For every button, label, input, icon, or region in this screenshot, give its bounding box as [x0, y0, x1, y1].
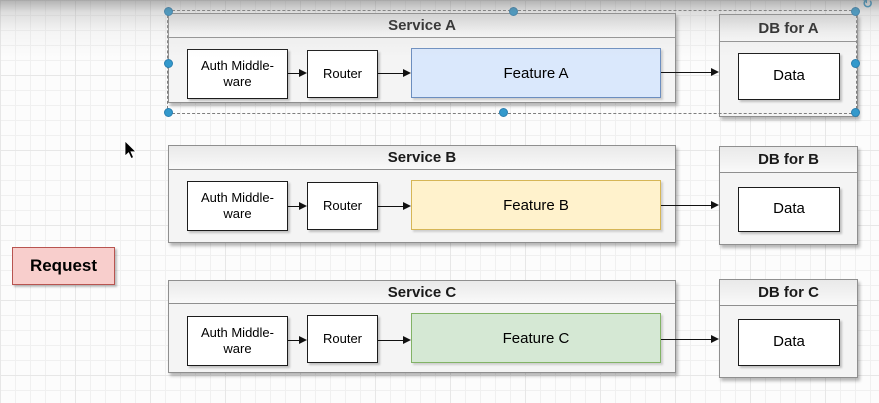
data-node-c[interactable]: Data	[738, 319, 840, 366]
request-node[interactable]: Request	[12, 247, 115, 285]
auth-middleware-label: Auth Middle-ware	[201, 324, 274, 356]
service-b-title: Service B	[387, 149, 457, 166]
edge-router-to-feature-b[interactable]	[378, 201, 411, 210]
selection-handle-bottom-right[interactable]	[851, 108, 860, 117]
db-b-title: DB for B	[758, 151, 819, 168]
arrow-pointer-icon	[124, 141, 137, 160]
router-label: Router	[322, 65, 363, 81]
service-a-header[interactable]: Service A	[169, 14, 675, 38]
router-label: Router	[322, 330, 363, 346]
data-label: Data	[773, 333, 805, 351]
data-node-b[interactable]: Data	[738, 187, 840, 232]
auth-middleware-node-a[interactable]: Auth Middle-ware	[187, 49, 288, 99]
db-c-title: DB for C	[758, 284, 819, 301]
edge-router-to-feature-c[interactable]	[378, 335, 411, 344]
router-label: Router	[322, 197, 363, 213]
selection-handle-bottom-middle[interactable]	[499, 108, 508, 117]
selection-handle-top-right[interactable]	[851, 7, 860, 16]
selection-handle-bottom-left[interactable]	[164, 108, 173, 117]
auth-middleware-node-b[interactable]: Auth Middle-ware	[187, 181, 288, 231]
data-node-a[interactable]: Data	[738, 53, 840, 100]
router-node-b[interactable]: Router	[307, 182, 378, 230]
selection-handle-middle-right[interactable]	[851, 59, 860, 68]
service-c-header[interactable]: Service C	[169, 281, 675, 304]
db-c-header[interactable]: DB for C	[720, 280, 857, 306]
auth-middleware-label: Auth Middle-ware	[201, 57, 274, 89]
service-c-title: Service C	[387, 283, 457, 301]
edge-feature-to-db-b[interactable]	[661, 200, 719, 209]
data-label: Data	[773, 200, 805, 218]
edge-auth-to-router-a[interactable]	[288, 68, 307, 77]
feature-c-node[interactable]: Feature C	[411, 313, 661, 363]
router-node-a[interactable]: Router	[307, 50, 378, 98]
edge-feature-to-db-a[interactable]	[661, 67, 719, 76]
data-label: Data	[773, 67, 805, 85]
edge-auth-to-router-b[interactable]	[288, 201, 307, 210]
service-a-title: Service A	[388, 17, 456, 34]
request-label: Request	[29, 256, 98, 275]
db-a-header[interactable]: DB for A	[720, 15, 857, 42]
db-b-header[interactable]: DB for B	[720, 147, 857, 173]
auth-middleware-node-c[interactable]: Auth Middle-ware	[187, 316, 288, 366]
feature-a-label: Feature A	[503, 64, 569, 82]
feature-c-label: Feature C	[502, 329, 570, 347]
edge-feature-to-db-c[interactable]	[661, 334, 719, 343]
selection-handle-middle-left[interactable]	[164, 59, 173, 68]
feature-a-node[interactable]: Feature A	[411, 48, 661, 98]
edge-router-to-feature-a[interactable]	[378, 68, 411, 77]
feature-b-node[interactable]: Feature B	[411, 180, 661, 230]
router-node-c[interactable]: Router	[307, 315, 378, 363]
auth-middleware-label: Auth Middle-ware	[201, 189, 274, 221]
edge-auth-to-router-c[interactable]	[288, 335, 307, 344]
rotate-icon[interactable]: ↻	[862, 0, 873, 11]
selection-handle-top-left[interactable]	[164, 7, 173, 16]
service-b-header[interactable]: Service B	[169, 146, 675, 170]
db-a-title: DB for A	[758, 19, 819, 37]
feature-b-label: Feature B	[503, 196, 569, 214]
selection-handle-top-middle[interactable]	[509, 7, 518, 16]
